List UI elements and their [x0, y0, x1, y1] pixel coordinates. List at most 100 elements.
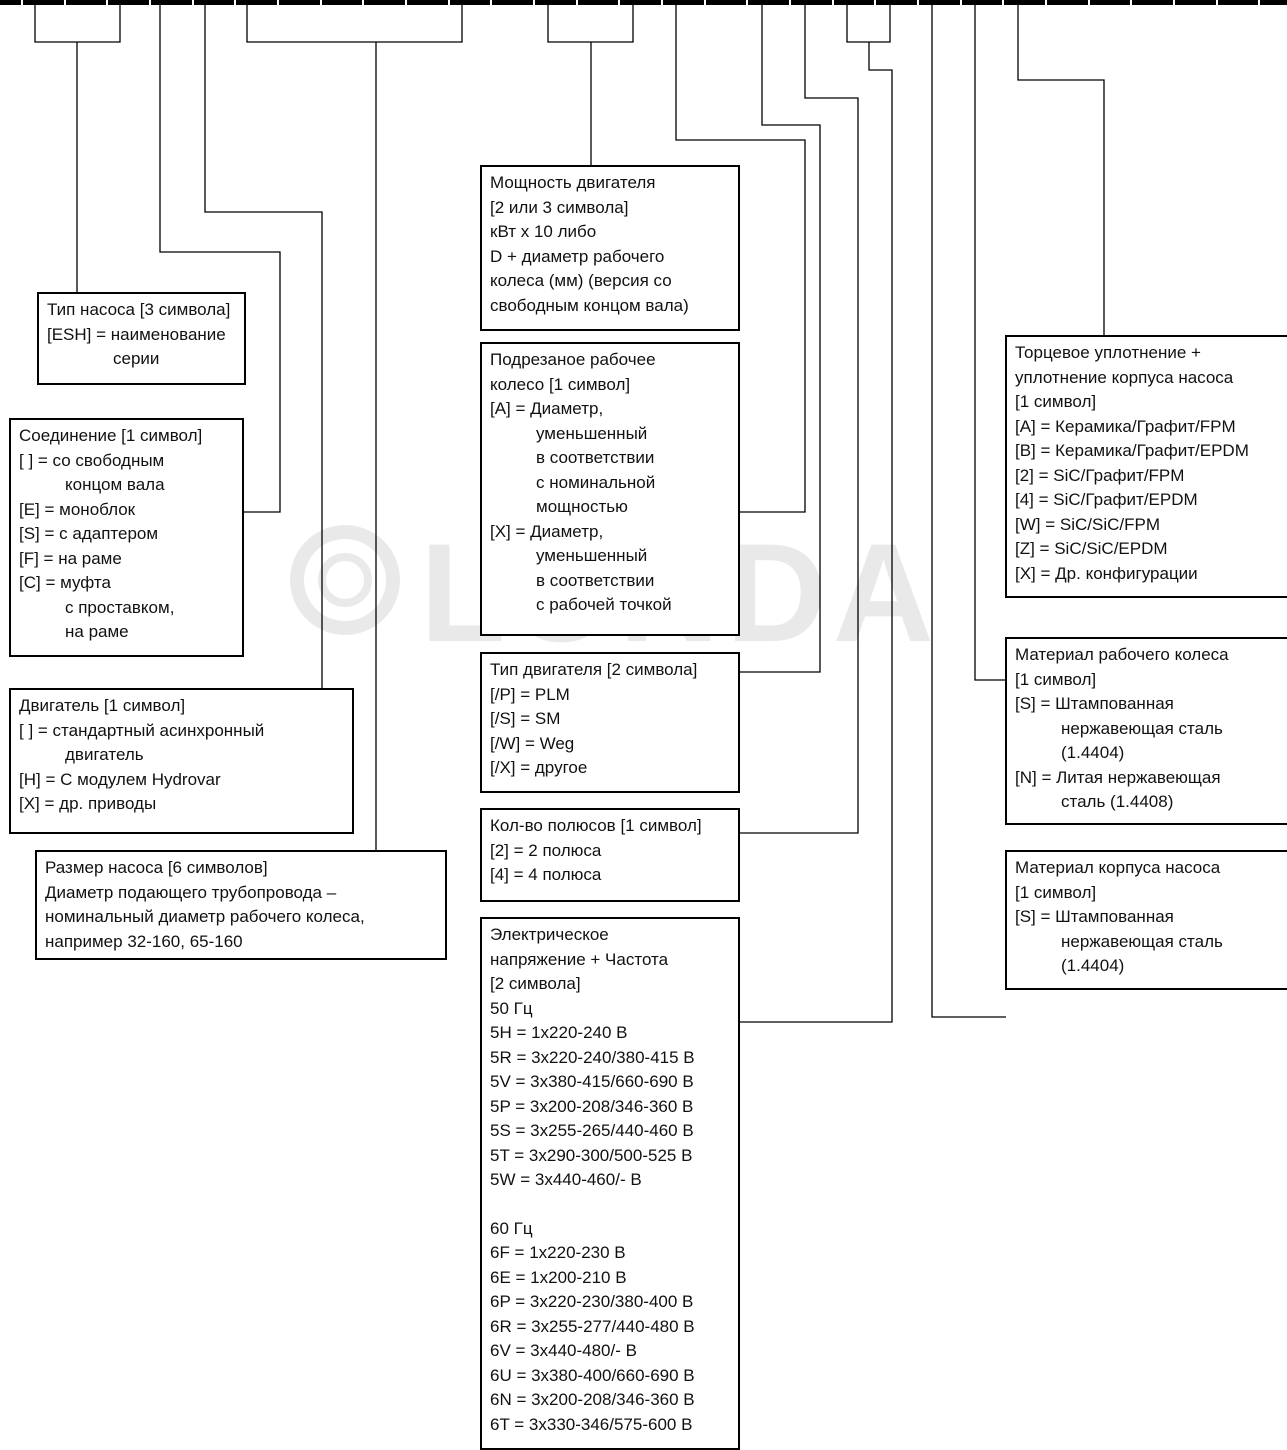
code-strip-separator [1173, 0, 1175, 5]
motor-type-line: [/S] = SM [490, 709, 561, 728]
impeller-material-line: [1 символ] [1015, 669, 1097, 689]
bracket-voltage [846, 5, 891, 43]
code-strip-separator [106, 0, 108, 5]
connector-casing-material [931, 5, 1006, 1018]
connector-impeller-material [974, 5, 1006, 681]
voltage-line: 5T = 3x290-300/500-525 В [490, 1145, 693, 1165]
pump-type-line: Тип насоса [3 символа] [47, 300, 231, 319]
motor-line: [H] = С модулем Hydrovar [19, 769, 221, 789]
connection-line: [F] = на раме [19, 548, 122, 568]
poles-line: [4] = 4 полюса [490, 865, 602, 884]
code-strip-separator [832, 0, 834, 5]
code-strip-separator [533, 0, 535, 5]
voltage-line: 5V = 3x380-415/660-690 В [490, 1072, 694, 1091]
impeller-material-line: сталь (1.4408) [1061, 792, 1174, 811]
voltage-line: 6P = 3x220-230/380-400 В [490, 1292, 694, 1311]
connector-trimmed-impeller [675, 5, 806, 513]
motor-type-line: [/P] = PLM [490, 684, 570, 704]
pump-size-line: Размер насоса [6 символов] [45, 858, 268, 877]
mech-seal-line: [B] = Керамика/Графит/EPDM [1015, 441, 1249, 460]
connection-line: концом вала [65, 475, 165, 494]
mech-seal-line: [Z] = SiC/SiC/EPDM [1015, 539, 1168, 558]
motor-box: Двигатель [1 символ][ ] = стандартный ас… [9, 688, 354, 834]
poles-line: Кол-во полюсов [1 символ] [490, 816, 702, 835]
impeller-material-line: [N] = Литая нержавеющая [1015, 767, 1221, 787]
motor-type-line: Тип двигателя [2 символа] [490, 660, 698, 679]
code-strip-separator [234, 0, 236, 5]
casing-material-line: (1.4404) [1061, 956, 1125, 975]
code-strip-separator [320, 0, 322, 5]
voltage-line [490, 1193, 730, 1217]
motor-line: [X] = др. приводы [19, 794, 157, 813]
motor-type-line: [/X] = другое [490, 758, 588, 777]
connection-line: Соединение [1 символ] [19, 426, 203, 445]
pump-type-line: [ESH] = наименование [47, 324, 226, 344]
mech-seal-line: [4] = SiC/Графит/EPDM [1015, 490, 1198, 509]
pump-type-line: серии [113, 349, 160, 368]
voltage-line: 6N = 3x200-208/346-360 В [490, 1390, 695, 1409]
trimmed-impeller-line: в соответствии [536, 570, 655, 590]
voltage-line: 5H = 1x220-240 В [490, 1023, 628, 1042]
pump-size-line: Диаметр подающего трубопровода – [45, 882, 337, 902]
voltage-line: 5W = 3x440-460/- В [490, 1170, 642, 1189]
motor-line: двигатель [65, 745, 144, 764]
connection-line: [C] = муфта [19, 573, 111, 592]
code-strip-separator [618, 0, 620, 5]
mech-seal-line: Торцевое уплотнение + [1015, 343, 1201, 362]
voltage-line: 6F = 1x220-230 В [490, 1243, 626, 1262]
mech-seal-box: Торцевое уплотнение + уплотнение корпуса … [1005, 335, 1287, 598]
impeller-material-line: Материал рабочего колеса [1015, 645, 1229, 664]
code-strip-separator [64, 0, 66, 5]
mech-seal-line: [1 символ] [1015, 392, 1097, 411]
voltage-line: 5R = 3x220-240/380-415 В [490, 1047, 695, 1067]
code-strip-separator [1045, 0, 1047, 5]
code-strip-separator [789, 0, 791, 5]
connector-motor-type [739, 5, 821, 673]
bracket-motor-power [547, 5, 634, 43]
motor-type-line: [/W] = Weg [490, 733, 575, 753]
casing-material-line: Материал корпуса насоса [1015, 858, 1221, 877]
code-strip-separator [490, 0, 492, 5]
code-strip-separator [1216, 0, 1218, 5]
motor-power-line: свободным концом вала) [490, 295, 689, 315]
code-strip-separator [192, 0, 194, 5]
connection-line: [S] = с адаптером [19, 524, 159, 543]
trimmed-impeller-line: уменьшенный [536, 546, 648, 565]
pump-type-box: Тип насоса [3 символа] [ESH] = наименован… [37, 292, 246, 385]
code-strip-separator [746, 0, 748, 5]
bracket-pump-size [246, 5, 463, 43]
voltage-line: 6E = 1x200-210 В [490, 1267, 627, 1287]
code-strip-separator [21, 0, 23, 5]
poles-box: Кол-во полюсов [1 символ][2] = 2 полюса[… [480, 808, 740, 902]
casing-material-line: [1 символ] [1015, 882, 1097, 902]
code-strip-separator [1002, 0, 1004, 5]
voltage-line: 50 Гц [490, 998, 533, 1018]
voltage-line: [2 символа] [490, 974, 581, 993]
code-strip-separator [960, 0, 962, 5]
pump-size-box: Размер насоса [6 символов] Диаметр подающ… [35, 850, 447, 960]
connection-line: [E] = моноблок [19, 499, 136, 519]
casing-material-line: [S] = Штампованная [1015, 907, 1174, 926]
motor-power-line: D + диаметр рабочего [490, 246, 665, 266]
voltage-line: 5P = 3x200-208/346-360 В [490, 1096, 694, 1116]
code-strip-separator [277, 0, 279, 5]
voltage-line: 5S = 3x255-265/440-460 В [490, 1121, 694, 1140]
code-strip-separator [362, 0, 364, 5]
trimmed-impeller-line: с рабочей точкой [536, 595, 672, 614]
motor-power-line: Мощность двигателя [490, 173, 656, 192]
casing-material-box: Материал корпуса насоса [1 символ] [S] = Ш… [1005, 850, 1287, 990]
mech-seal-line: уплотнение корпуса насоса [1015, 367, 1234, 387]
connector-motor [204, 5, 323, 688]
voltage-line: 6R = 3x255-277/440-480 В [490, 1316, 695, 1336]
voltage-line: 60 Гц [490, 1218, 533, 1238]
trimmed-impeller-line: в соответствии [536, 448, 655, 467]
connector-poles [739, 5, 859, 834]
connector-connection [159, 5, 281, 513]
voltage-line: 6V = 3x440-480/- В [490, 1341, 637, 1360]
mech-seal-line: [2] = SiC/Графит/FPM [1015, 465, 1185, 485]
impeller-material-box: Материал рабочего колеса[1 символ][S] = … [1005, 637, 1287, 825]
